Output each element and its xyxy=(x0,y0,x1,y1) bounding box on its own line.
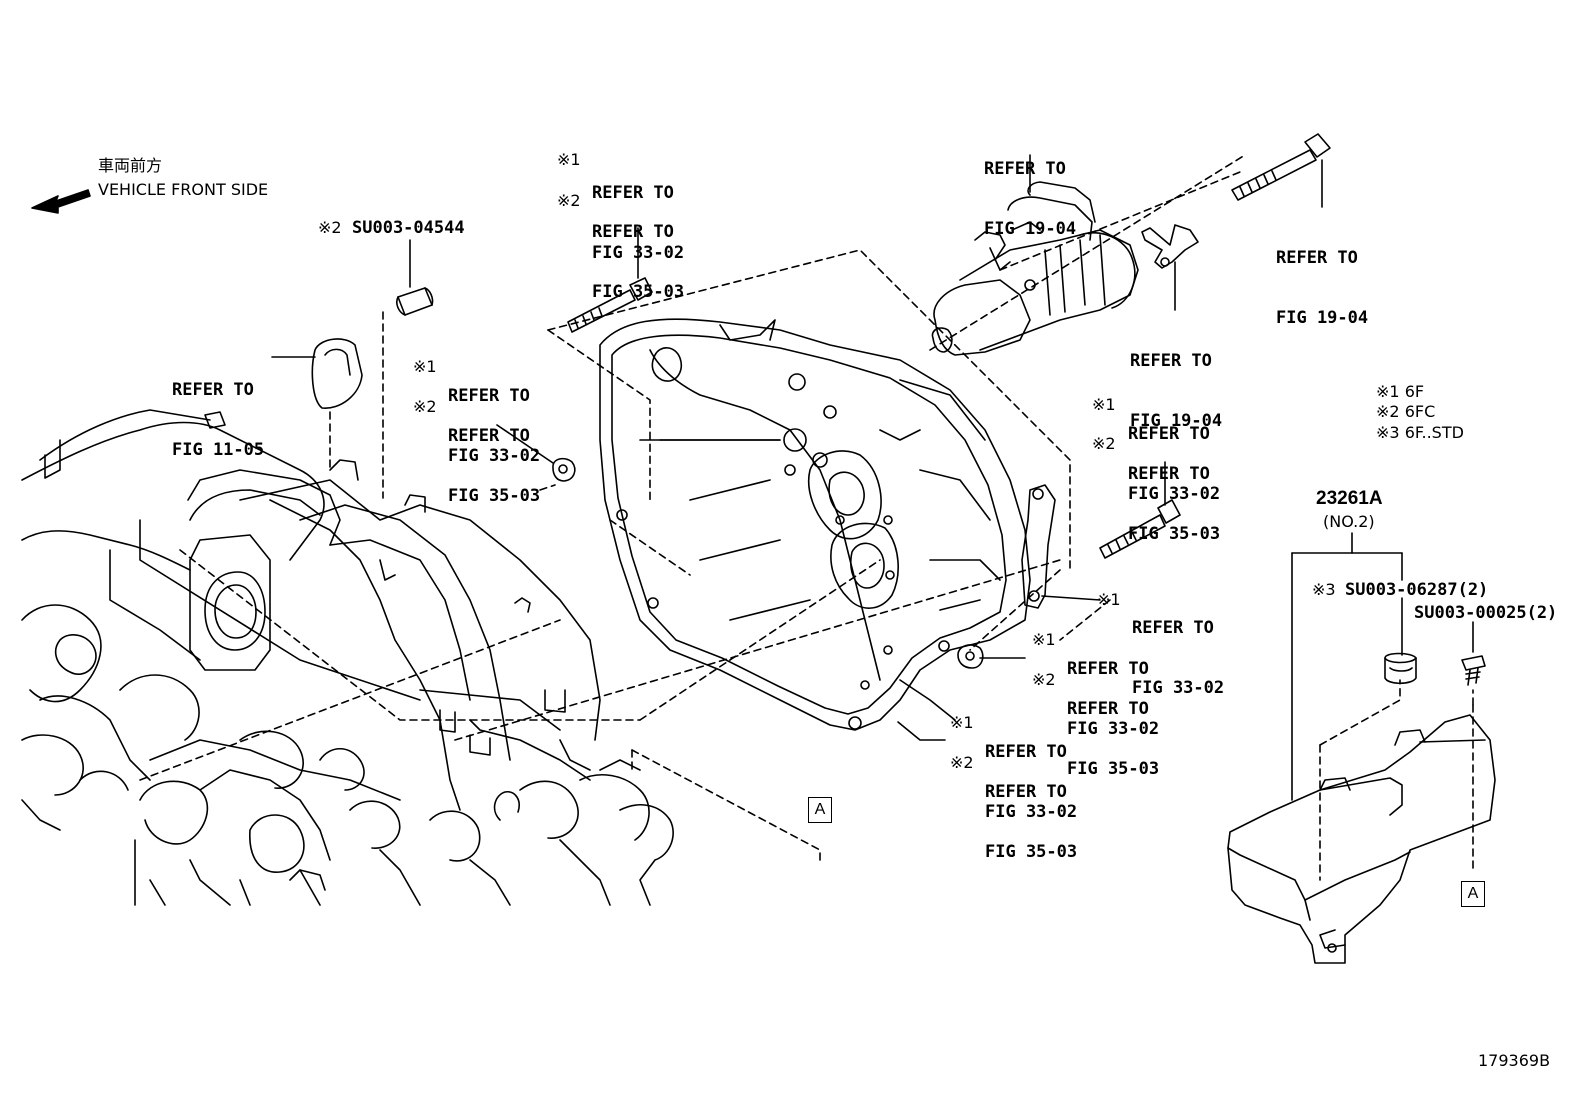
stud-part-icon xyxy=(396,287,434,316)
part-number-su003-04544[interactable]: SU003-04544 xyxy=(352,218,465,238)
callout-fig-33-02-nut[interactable]: REFER TO FIG 33-02 xyxy=(1067,619,1159,779)
note-mark-1: ※1 xyxy=(1032,630,1056,649)
fig-number-text: FIG 35-03 xyxy=(448,486,541,506)
callout-fig-19-04-starter[interactable]: REFER TO FIG 19-04 xyxy=(984,119,1076,279)
callout-fig-33-02-mid[interactable]: REFER TO FIG 33-02 xyxy=(448,346,540,506)
legend-item-2: ※2 6FC xyxy=(1376,402,1435,422)
fig-number-text: FIG 33-02 xyxy=(448,446,541,466)
callout-fig-33-02-bracket[interactable]: REFER TO FIG 33-02 xyxy=(1132,578,1224,738)
note-mark-2: ※2 xyxy=(1092,434,1116,453)
refer-to-text: REFER TO xyxy=(985,782,1067,802)
fig-number-text: FIG 33-02 xyxy=(1067,719,1160,739)
ref-box-a-right[interactable]: A xyxy=(1461,881,1485,907)
housing-bracket-icon xyxy=(1021,484,1056,609)
callout-fig-33-02-right[interactable]: REFER TO FIG 33-02 xyxy=(1128,384,1220,544)
note-mark-1: ※1 xyxy=(1092,395,1116,414)
note-mark-2: ※2 xyxy=(950,753,974,772)
refer-to-text: REFER TO xyxy=(1128,464,1210,484)
fig-number-text: FIG 33-02 xyxy=(592,243,685,263)
refer-to-text: REFER TO xyxy=(1067,699,1149,719)
refer-to-text: REFER TO xyxy=(172,380,254,400)
note-mark-2: ※2 xyxy=(557,191,581,210)
fig-number-text: FIG 35-03 xyxy=(1128,524,1221,544)
legend-text: 6FC xyxy=(1404,402,1436,421)
part-qty-no2: (NO.2) xyxy=(1323,512,1375,531)
fig-number-text: FIG 33-02 xyxy=(1128,484,1221,504)
bolt-top-icon xyxy=(567,277,653,333)
refer-to-text: REFER TO xyxy=(1132,618,1214,638)
refer-to-text: REFER TO xyxy=(592,183,674,203)
solid-leaders xyxy=(271,154,1474,801)
fig-number-text: FIG 11-05 xyxy=(172,440,265,460)
refer-to-text: REFER TO xyxy=(984,159,1066,179)
callout-fig-33-02-top[interactable]: REFER TO FIG 33-02 xyxy=(592,143,684,303)
figure-id: 179369B xyxy=(1478,1051,1551,1070)
refer-to-text: REFER TO xyxy=(1128,424,1210,444)
refer-to-text: REFER TO xyxy=(985,742,1067,762)
grommet-part-icon xyxy=(311,338,363,409)
bolt-right-icon xyxy=(1099,499,1181,559)
transmission-cover-drawing xyxy=(1227,714,1496,964)
nut-icon xyxy=(552,457,576,482)
fig-number-text: FIG 35-03 xyxy=(985,842,1078,862)
fig-number-text: FIG 33-02 xyxy=(1132,678,1225,698)
ref-box-a-left[interactable]: A xyxy=(808,797,832,823)
legend-mark: ※1 xyxy=(1376,382,1400,401)
engine-block-drawing xyxy=(21,409,674,906)
vehicle-front-en-label: VEHICLE FRONT SIDE xyxy=(98,180,269,199)
legend-item-3: ※3 6F..STD xyxy=(1376,423,1464,443)
note-mark-2: ※2 xyxy=(1032,670,1056,689)
starter-motor-drawing xyxy=(931,181,1139,356)
nut-right-icon xyxy=(957,644,984,669)
note-mark-1: ※1 xyxy=(557,150,581,169)
flange-bolt-icon xyxy=(1461,655,1486,686)
callout-fig-35-03-right[interactable]: REFER TO FIG 35-03 xyxy=(1128,424,1220,584)
callout-fig-33-02-bottom[interactable]: REFER TO FIG 33-02 xyxy=(985,702,1077,862)
part-number-su003-00025[interactable]: SU003-00025(2) xyxy=(1414,603,1558,623)
fig-number-text: FIG 35-03 xyxy=(592,282,685,302)
bushing-part-icon xyxy=(1384,652,1417,685)
fig-number-text: FIG 19-04 xyxy=(1130,411,1223,431)
fig-number-text: FIG 33-02 xyxy=(985,802,1078,822)
note-mark-1: ※1 xyxy=(1097,590,1121,609)
refer-to-text: REFER TO xyxy=(1067,659,1149,679)
transmission-housing-drawing xyxy=(599,318,1031,731)
legend-mark: ※2 xyxy=(1376,402,1400,421)
note-mark-1: ※1 xyxy=(950,713,974,732)
starter-bolt-icon xyxy=(1231,133,1331,201)
starter-bracket-icon xyxy=(1141,224,1199,269)
legend-mark: ※3 xyxy=(1376,423,1400,442)
callout-fig-19-04-bracket[interactable]: REFER TO FIG 19-04 xyxy=(1130,311,1222,471)
callout-fig-35-03-mid[interactable]: REFER TO FIG 35-03 xyxy=(448,386,540,546)
refer-to-text: REFER TO xyxy=(1276,248,1358,268)
part-number-su003-06287[interactable]: SU003-06287(2) xyxy=(1345,580,1489,600)
callout-fig-11-05[interactable]: REFER TO FIG 11-05 xyxy=(172,340,264,500)
refer-to-text: REFER TO xyxy=(592,222,674,242)
fig-number-text: FIG 19-04 xyxy=(984,219,1077,239)
vehicle-front-jp-label: 車両前方 xyxy=(98,156,163,175)
callout-fig-35-03-nut[interactable]: REFER TO FIG 35-03 xyxy=(1067,659,1159,819)
legend-item-1: ※1 6F xyxy=(1376,382,1424,402)
part-number-23261a[interactable]: 23261A xyxy=(1316,488,1383,509)
callout-fig-19-04-bolt[interactable]: REFER TO FIG 19-04 xyxy=(1276,208,1368,368)
note-mark-2: ※2 xyxy=(318,218,342,237)
legend-text: 6F xyxy=(1404,382,1425,401)
dashed-leaders xyxy=(139,154,1474,881)
fig-number-text: FIG 35-03 xyxy=(1067,759,1160,779)
refer-to-text: REFER TO xyxy=(1130,351,1212,371)
callout-fig-35-03-bottom[interactable]: REFER TO FIG 35-03 xyxy=(985,742,1077,902)
callout-fig-35-03-top[interactable]: REFER TO FIG 35-03 xyxy=(592,182,684,342)
legend-text: 6F..STD xyxy=(1404,423,1464,442)
note-mark-3: ※3 xyxy=(1312,580,1336,599)
vehicle-front-arrow-icon xyxy=(31,189,91,214)
note-mark-1: ※1 xyxy=(413,357,437,376)
refer-to-text: REFER TO xyxy=(448,386,530,406)
refer-to-text: REFER TO xyxy=(448,426,530,446)
fig-number-text: FIG 19-04 xyxy=(1276,308,1369,328)
note-mark-2: ※2 xyxy=(413,397,437,416)
